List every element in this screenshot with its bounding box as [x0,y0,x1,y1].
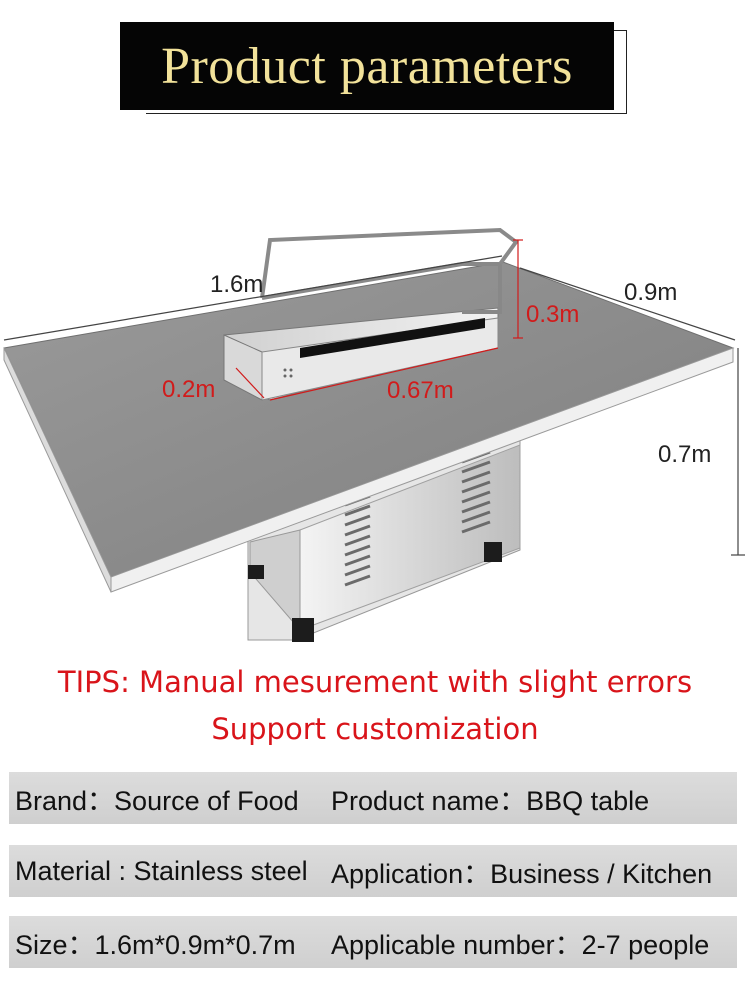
param-applicable-number: Applicable number：2-7 people [331,929,710,960]
grill-height-label: 0.3m [526,301,579,328]
height-label: 0.7m [658,441,711,468]
param-row-brand: Brand：Source of Food Product name：BBQ ta… [9,772,737,824]
dimension-lines [3,255,745,556]
grill-unit [223,227,519,401]
param-application: Application：Business / Kitchen [331,858,713,889]
param-row-material: Material : Stainless steel Application：B… [9,845,737,897]
tips-customization: Support customization [211,712,539,746]
param-row-size: Size：1.6m*0.9m*0.7m Applicable number：2-… [9,916,737,968]
length-label: 1.6m [210,271,263,298]
page-title: Product parameters [161,37,573,95]
grill-width-label: 0.2m [162,376,215,403]
tabletop [3,261,735,593]
bbq-table-illustration: 1.6m 0.9m 0.7m 0.3m 0.2m 0.67m [3,227,745,642]
title-box: Product parameters [120,22,614,110]
param-product-name: Product name：BBQ table [331,785,650,816]
width-label: 0.9m [624,279,677,306]
tips-measurement: TIPS: Manual mesurement with slight erro… [57,665,693,699]
title-banner: Product parameters [0,0,750,130]
cabinet-base [247,431,521,642]
param-material: Material : Stainless steel [15,855,308,886]
grill-length-label: 0.67m [387,377,454,404]
param-size: Size：1.6m*0.9m*0.7m [15,929,296,960]
grill-dimension-lines [235,239,523,401]
param-brand: Brand：Source of Food [15,785,299,816]
